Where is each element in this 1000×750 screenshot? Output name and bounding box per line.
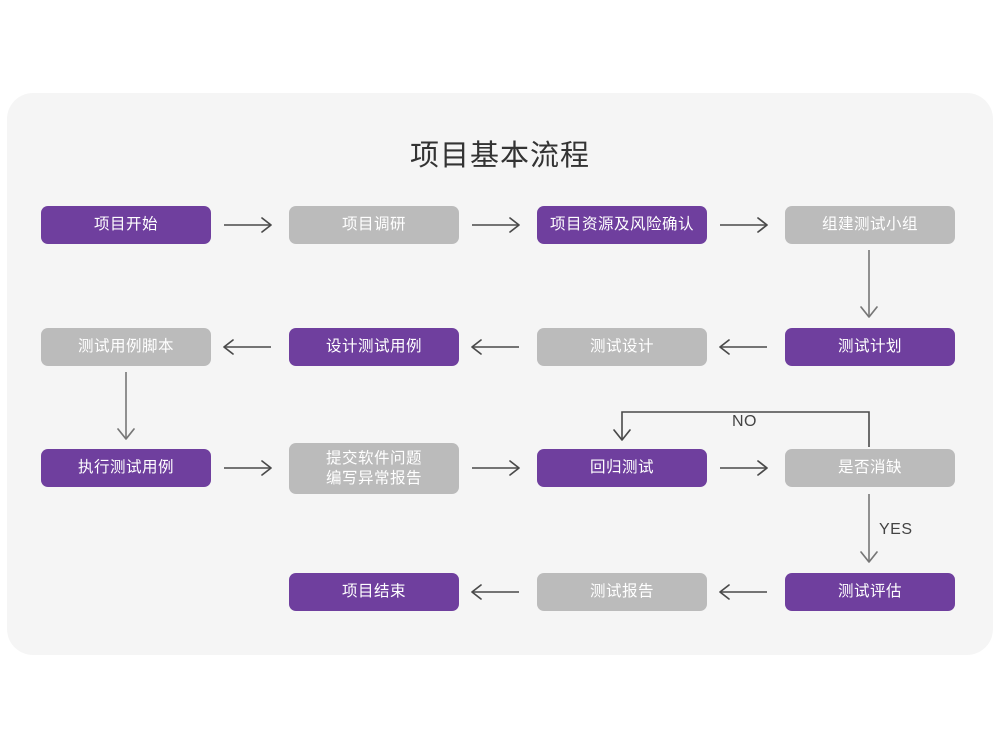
node-label: 测试报告: [589, 583, 654, 600]
node-label: 测试用例脚本: [77, 338, 174, 355]
node-label: 提交软件问题 编写异常报告: [325, 449, 422, 487]
node-label: 测试计划: [837, 338, 902, 355]
node-label: 组建测试小组: [821, 216, 918, 233]
node-label: 项目开始: [93, 216, 158, 233]
node-label: 项目资源及风险确认: [549, 216, 694, 233]
node-label: 项目结束: [341, 583, 406, 600]
page-title: 项目基本流程: [409, 140, 590, 172]
node-test-evaluation[interactable]: 测试评估: [785, 573, 955, 611]
node-label: 设计测试用例: [325, 338, 422, 355]
node-test-plan[interactable]: 测试计划: [785, 328, 955, 366]
node-regression-test[interactable]: 回归测试: [537, 449, 707, 487]
node-label: 测试评估: [837, 583, 902, 600]
edge-label-yes: YES: [879, 521, 913, 538]
node-project-end[interactable]: 项目结束: [289, 573, 459, 611]
node-test-case-script[interactable]: 测试用例脚本: [41, 328, 211, 366]
node-defect-cleared[interactable]: 是否消缺: [785, 449, 955, 487]
node-test-report[interactable]: 测试报告: [537, 573, 707, 611]
node-label: 测试设计: [589, 338, 654, 355]
diagram-card: [7, 93, 993, 655]
node-label: 回归测试: [589, 459, 654, 476]
node-label: 项目调研: [341, 216, 406, 233]
node-design-test-case[interactable]: 设计测试用例: [289, 328, 459, 366]
edge-label-no: NO: [732, 413, 757, 430]
node-project-research[interactable]: 项目调研: [289, 206, 459, 244]
node-resource-risk-confirm[interactable]: 项目资源及风险确认: [537, 206, 707, 244]
node-submit-issue-report[interactable]: 提交软件问题 编写异常报告: [289, 443, 459, 494]
node-test-design[interactable]: 测试设计: [537, 328, 707, 366]
node-label: 执行测试用例: [77, 459, 174, 476]
node-form-test-team[interactable]: 组建测试小组: [785, 206, 955, 244]
node-execute-test-case[interactable]: 执行测试用例: [41, 449, 211, 487]
node-label: 是否消缺: [837, 459, 902, 476]
node-project-start[interactable]: 项目开始: [41, 206, 211, 244]
